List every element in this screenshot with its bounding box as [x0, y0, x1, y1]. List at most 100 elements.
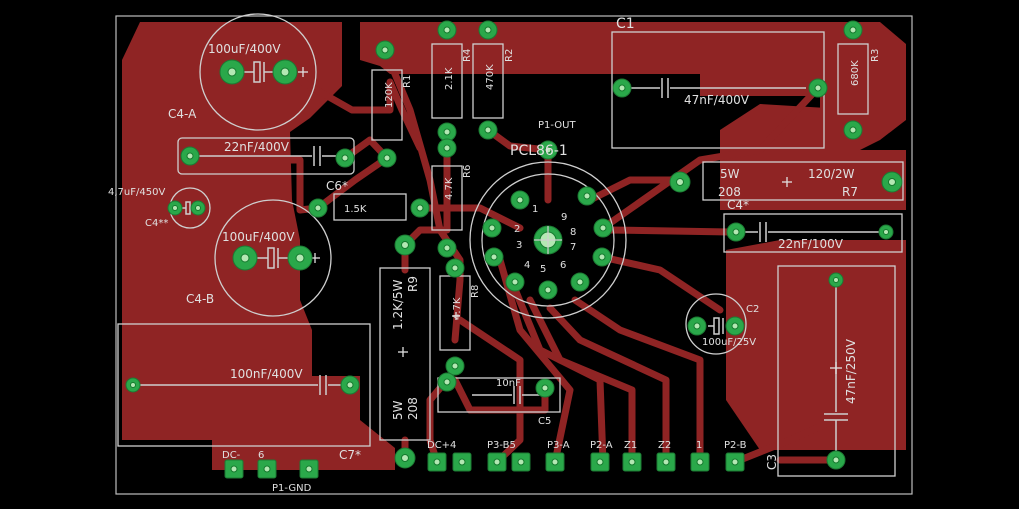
p2-b-label: P2-B [724, 440, 747, 451]
pad [878, 224, 894, 240]
c4star-name: C4* [727, 198, 749, 212]
r8-value: 4.7K [452, 297, 463, 320]
pad [125, 377, 141, 393]
pad [445, 356, 465, 376]
plus-markers [298, 67, 842, 374]
pad [881, 171, 903, 193]
pad [445, 258, 465, 278]
copper-pours [122, 22, 906, 470]
tube-pin [592, 247, 612, 267]
connector-pad[interactable] [590, 452, 610, 472]
one-label: 1 [696, 440, 702, 451]
pad [478, 20, 498, 40]
c1-name: C1 [616, 16, 635, 32]
z1-label: Z1 [624, 440, 637, 451]
c4b-value: 100uF/400V [222, 230, 295, 244]
connector-pad[interactable] [690, 452, 710, 472]
tube-name: PCL86-1 [510, 143, 568, 159]
c5-name: C5 [538, 416, 551, 427]
pad [287, 245, 313, 271]
pad [843, 120, 863, 140]
pad [437, 122, 457, 142]
connector-pads [224, 452, 745, 479]
pad [167, 200, 183, 216]
tube-pin [538, 280, 558, 300]
c2-name: C2 [746, 304, 759, 315]
c4star-small-name: C4** [145, 218, 168, 229]
r3-value: 680K [850, 60, 861, 86]
connector-pad[interactable] [545, 452, 565, 472]
r1-value: 120K [384, 82, 395, 108]
z2-label: Z2 [658, 440, 671, 451]
pad [612, 78, 632, 98]
p1-gnd-label: P1-GND [272, 483, 312, 494]
c4a-value: 100uF/400V [208, 42, 281, 56]
pad [394, 447, 416, 469]
p3-b5-label: P3-B5 [487, 440, 516, 451]
r9-series: 208 [406, 397, 420, 420]
tube-pin-label: 3 [516, 240, 522, 251]
connector-pad[interactable] [656, 452, 676, 472]
connector-pad[interactable] [725, 452, 745, 472]
pad [437, 138, 457, 158]
c100n-value: 100nF/400V [230, 367, 303, 381]
r7-series: 208 [718, 185, 741, 199]
c4star-small-value: 4,7uF/450V [108, 187, 165, 198]
tube-pin [484, 247, 504, 267]
connector-pad[interactable] [452, 452, 472, 472]
connector-pad[interactable] [622, 452, 642, 472]
pad [828, 272, 844, 288]
r6-value: 4.7K [444, 177, 455, 200]
pad [219, 59, 245, 85]
r2-value: 470K [485, 64, 496, 90]
connector-pad[interactable] [257, 459, 277, 479]
tube-socket: 9 8 7 6 5 4 3 2 1 [482, 186, 613, 300]
c3-value: 47nF/250V [844, 338, 858, 404]
pad [232, 245, 258, 271]
connector-pad[interactable] [224, 459, 244, 479]
labels: 100uF/400V C4-A 100uF/400V C4-B 4,7uF/45… [108, 16, 881, 470]
r4-name: R4 [462, 49, 473, 62]
p3-a-label: P3-A [547, 440, 570, 451]
r9-value: 1.2K/5W [391, 279, 405, 330]
c7-name: C7* [339, 448, 361, 462]
tube-pin [577, 186, 597, 206]
pad [437, 20, 457, 40]
pad [377, 148, 397, 168]
pad [180, 146, 200, 166]
connector-labels: DC- 6 P1-GND DC+4 P3-B5 P3-A P2-A Z1 Z2 … [222, 440, 747, 494]
silkscreen [117, 13, 904, 477]
pads [125, 20, 903, 470]
tube-pin [510, 190, 530, 210]
pad [826, 450, 846, 470]
r7-name: R7 [842, 185, 858, 199]
c1-value: 47nF/400V [684, 93, 750, 107]
tube-pin-label: 2 [514, 224, 520, 235]
pad [340, 375, 360, 395]
tube-pin-label: 6 [560, 260, 566, 271]
r7-power: 5W [720, 167, 740, 181]
r9-name: R9 [406, 276, 420, 292]
r2-name: R2 [504, 49, 515, 62]
connector-pad[interactable] [427, 452, 447, 472]
connector-pad[interactable] [511, 452, 531, 472]
c5-value: 10nF [496, 378, 521, 389]
tube-pin-label: 9 [561, 212, 567, 223]
r1-name: R1 [402, 75, 413, 88]
pad [394, 234, 416, 256]
pad [726, 222, 746, 242]
pad [335, 148, 355, 168]
r6-name: R6 [462, 165, 473, 178]
c2-value: 100uF/25V [702, 337, 756, 348]
six-label: 6 [258, 450, 264, 461]
pad [538, 140, 558, 160]
c3-name: C3 [765, 454, 779, 470]
pad [669, 171, 691, 193]
tube-pin-label: 5 [540, 264, 546, 275]
pad [375, 40, 395, 60]
pad [808, 78, 828, 98]
connector-pad[interactable] [299, 459, 319, 479]
connector-pad[interactable] [487, 452, 507, 472]
pad [725, 316, 745, 336]
